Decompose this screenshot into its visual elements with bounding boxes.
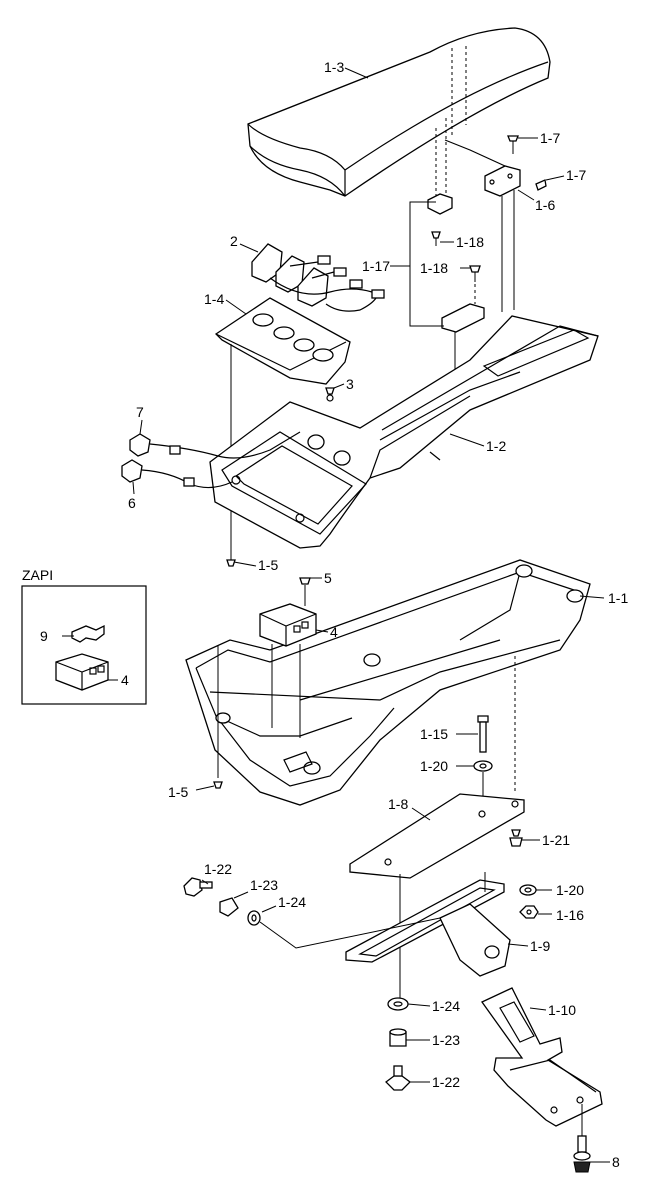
zapi-inset-title: ZAPI (22, 567, 53, 583)
callout-1-17: 1-17 (362, 258, 390, 274)
callout-4: 4 (330, 624, 338, 640)
callout-1-1: 1-1 (608, 590, 628, 606)
callout-1-23: 1-23 (250, 877, 278, 893)
switch-panel-part (214, 297, 351, 560)
callout-1-18: 1-18 (456, 234, 484, 250)
callout-1-7: 1-7 (540, 130, 560, 146)
armrest-cushion-part (247, 27, 551, 197)
zapi-inset: ZAPI (21, 567, 147, 705)
knob-part (183, 877, 213, 897)
callout-1-10: 1-10 (548, 1002, 576, 1018)
screw-part (507, 135, 547, 191)
bolt-part (573, 1135, 591, 1173)
spacer-part (219, 897, 239, 917)
callout-5: 5 (324, 570, 332, 586)
screw-part (213, 559, 236, 789)
callout-1-24: 1-24 (432, 998, 460, 1014)
callout-1-18: 1-18 (420, 260, 448, 276)
screw-part (299, 577, 311, 585)
callout-1-20: 1-20 (556, 882, 584, 898)
callout-labels: 1-3 1-7 1-7 1-6 2 1-18 1-17 1-18 1-4 3 7… (40, 59, 628, 1170)
spacer-part (389, 1028, 407, 1047)
washer-part (519, 884, 537, 896)
mount-plate-part (427, 193, 485, 400)
callout-1-3: 1-3 (324, 59, 344, 75)
callout-8: 8 (612, 1154, 620, 1170)
callout-1-16: 1-16 (556, 907, 584, 923)
callout-1-5: 1-5 (258, 557, 278, 573)
callout-2: 2 (230, 233, 238, 249)
callout-1-24: 1-24 (278, 894, 306, 910)
knob-part (385, 1065, 411, 1091)
callout-1-22: 1-22 (204, 861, 232, 877)
zapi-inset-frame (21, 585, 147, 705)
washer-part (247, 910, 441, 949)
callout-1-20: 1-20 (420, 758, 448, 774)
upper-console-cover-part (209, 315, 599, 549)
bracket-part (444, 139, 521, 312)
nut-part (519, 905, 539, 919)
screw-part (325, 387, 335, 395)
switch-harness-part (251, 243, 385, 312)
callout-1-15: 1-15 (420, 726, 448, 742)
washer-part (387, 997, 409, 1011)
callout-4: 4 (121, 672, 129, 688)
callout-1-8: 1-8 (388, 796, 408, 812)
callout-1-23: 1-23 (432, 1032, 460, 1048)
callout-1-5: 1-5 (168, 784, 188, 800)
callout-1-22: 1-22 (432, 1074, 460, 1090)
callout-1-2: 1-2 (486, 438, 506, 454)
screw-part (509, 829, 523, 847)
callout-1-7: 1-7 (566, 167, 586, 183)
callout-6: 6 (128, 495, 136, 511)
callout-1-4: 1-4 (204, 291, 224, 307)
leader-lines (62, 67, 610, 1163)
callout-9: 9 (40, 628, 48, 644)
foot-bracket-part (481, 987, 603, 1136)
callout-3: 3 (346, 376, 354, 392)
connector-block-part (259, 585, 317, 738)
lower-console-base-part (185, 559, 591, 806)
callout-1-9: 1-9 (530, 938, 550, 954)
slide-bracket-part (345, 872, 511, 977)
callout-1-6: 1-6 (535, 197, 555, 213)
callout-7: 7 (136, 404, 144, 420)
callout-1-21: 1-21 (542, 832, 570, 848)
